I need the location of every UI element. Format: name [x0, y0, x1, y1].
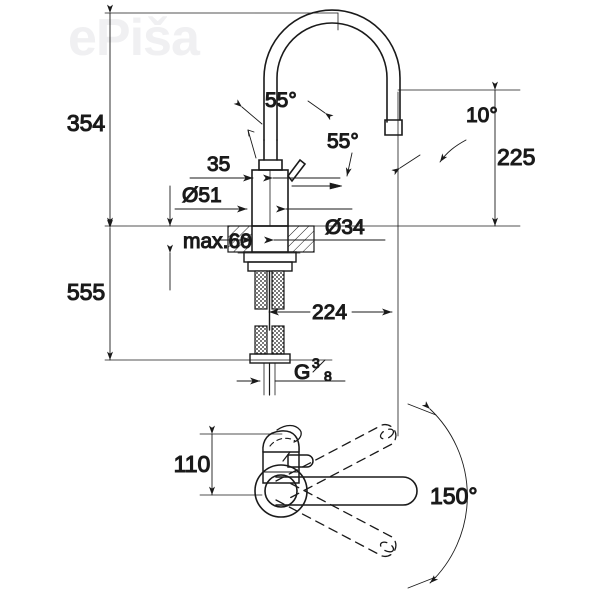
angle-55-left: 55°: [233, 88, 297, 159]
dimension-110-label: 110: [174, 451, 211, 477]
dimension-225: 225: [492, 81, 536, 227]
angle-10: 10°: [391, 103, 498, 176]
angle-10-label: 10°: [466, 104, 498, 127]
angle-150-label: 150°: [430, 483, 478, 509]
dimension-555: 555: [66, 219, 113, 361]
faucet-body-plan: [262, 430, 300, 484]
dimension-110: 110: [173, 425, 215, 496]
dimension-d34: Ø34: [214, 215, 386, 244]
angle-55-left-label: 55°: [265, 89, 297, 112]
thread-callout-g38: G 3 8: [236, 354, 346, 385]
dimension-224-label: 224: [312, 301, 347, 324]
thread-denominator-label: 8: [324, 368, 332, 384]
flexible-hoses-lower: [249, 325, 291, 396]
dimension-d51-label: Ø51: [182, 184, 222, 207]
dimension-224: 224: [268, 300, 393, 325]
counter-deck-section: [227, 225, 315, 253]
dimension-354-label: 354: [67, 110, 106, 136]
watermark-text: ePiša: [68, 9, 201, 67]
dimension-d34-label: Ø34: [325, 216, 365, 239]
dimension-225-label: 225: [497, 144, 535, 170]
elevation-view: 354 555 max.60 225 35 Ø51: [66, 4, 536, 437]
angle-55-right: 55°: [307, 100, 359, 177]
dimension-35-label: 35: [207, 153, 230, 176]
thread-letter-label: G: [294, 361, 310, 384]
flexible-hoses-upper: [254, 270, 285, 331]
dimension-354: 354: [66, 4, 113, 227]
faucet-elevation-geometry: [258, 9, 403, 171]
dimension-d51: Ø51: [174, 183, 353, 213]
swivel-base-plan: [254, 464, 308, 518]
spout-swivel-ghosts: [275, 423, 397, 558]
angle-55-right-label: 55°: [327, 130, 359, 153]
dimension-555-label: 555: [67, 279, 105, 305]
angle-150: 150°: [407, 401, 478, 589]
lever-handle-elevation: [286, 158, 343, 190]
plan-view: 110 150°: [173, 401, 478, 589]
lever-handle-plan: [269, 424, 314, 468]
spout-plan: [275, 476, 418, 506]
thread-numerator-label: 3: [312, 355, 320, 371]
dimension-35: 35: [189, 152, 341, 182]
